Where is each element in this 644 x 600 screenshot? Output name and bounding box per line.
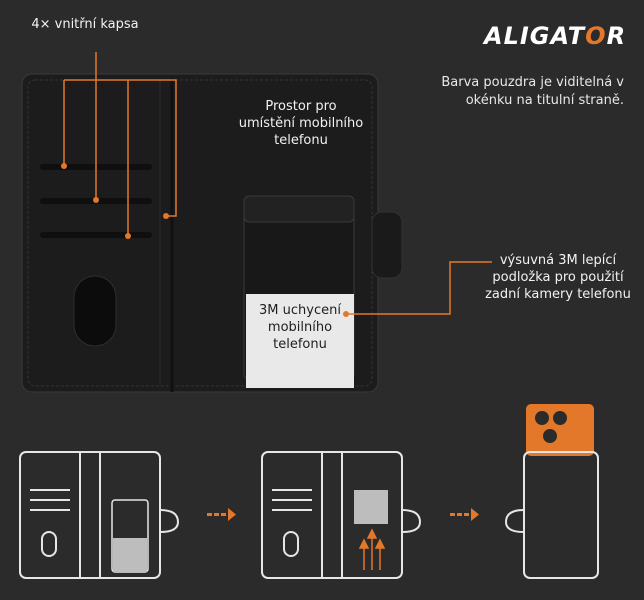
arrow-1 <box>207 508 236 521</box>
callout-dot <box>163 213 169 219</box>
step-1-diagram <box>19 451 180 579</box>
window-color-note: Barva pouzdra je viditelná v okénku na t… <box>441 75 624 108</box>
phone-space-label: Prostor pro umístění mobilního telefonu <box>238 99 364 148</box>
push-arrows <box>358 528 386 570</box>
callout-dot <box>343 311 349 317</box>
step-2-diagram <box>261 451 422 579</box>
pockets-label: 4× vnitřní kapsa <box>31 17 139 32</box>
pad-callout <box>346 261 492 315</box>
pad-pattern <box>113 538 147 572</box>
callout-dot <box>93 197 99 203</box>
callout-dot <box>125 233 131 239</box>
callout-dot <box>61 163 67 169</box>
pad-pattern <box>354 490 388 524</box>
mount-3m-label: 3M uchycení mobilního telefonu <box>259 303 341 352</box>
wallet-photo <box>21 73 403 393</box>
pad-3m-label: výsuvná 3M lepící podložka pro použití z… <box>485 253 631 302</box>
brand-logo: ALIGATOR <box>484 22 627 50</box>
step-3-diagram <box>504 404 599 579</box>
pockets-callout <box>63 52 177 236</box>
arrow-2 <box>450 508 479 521</box>
